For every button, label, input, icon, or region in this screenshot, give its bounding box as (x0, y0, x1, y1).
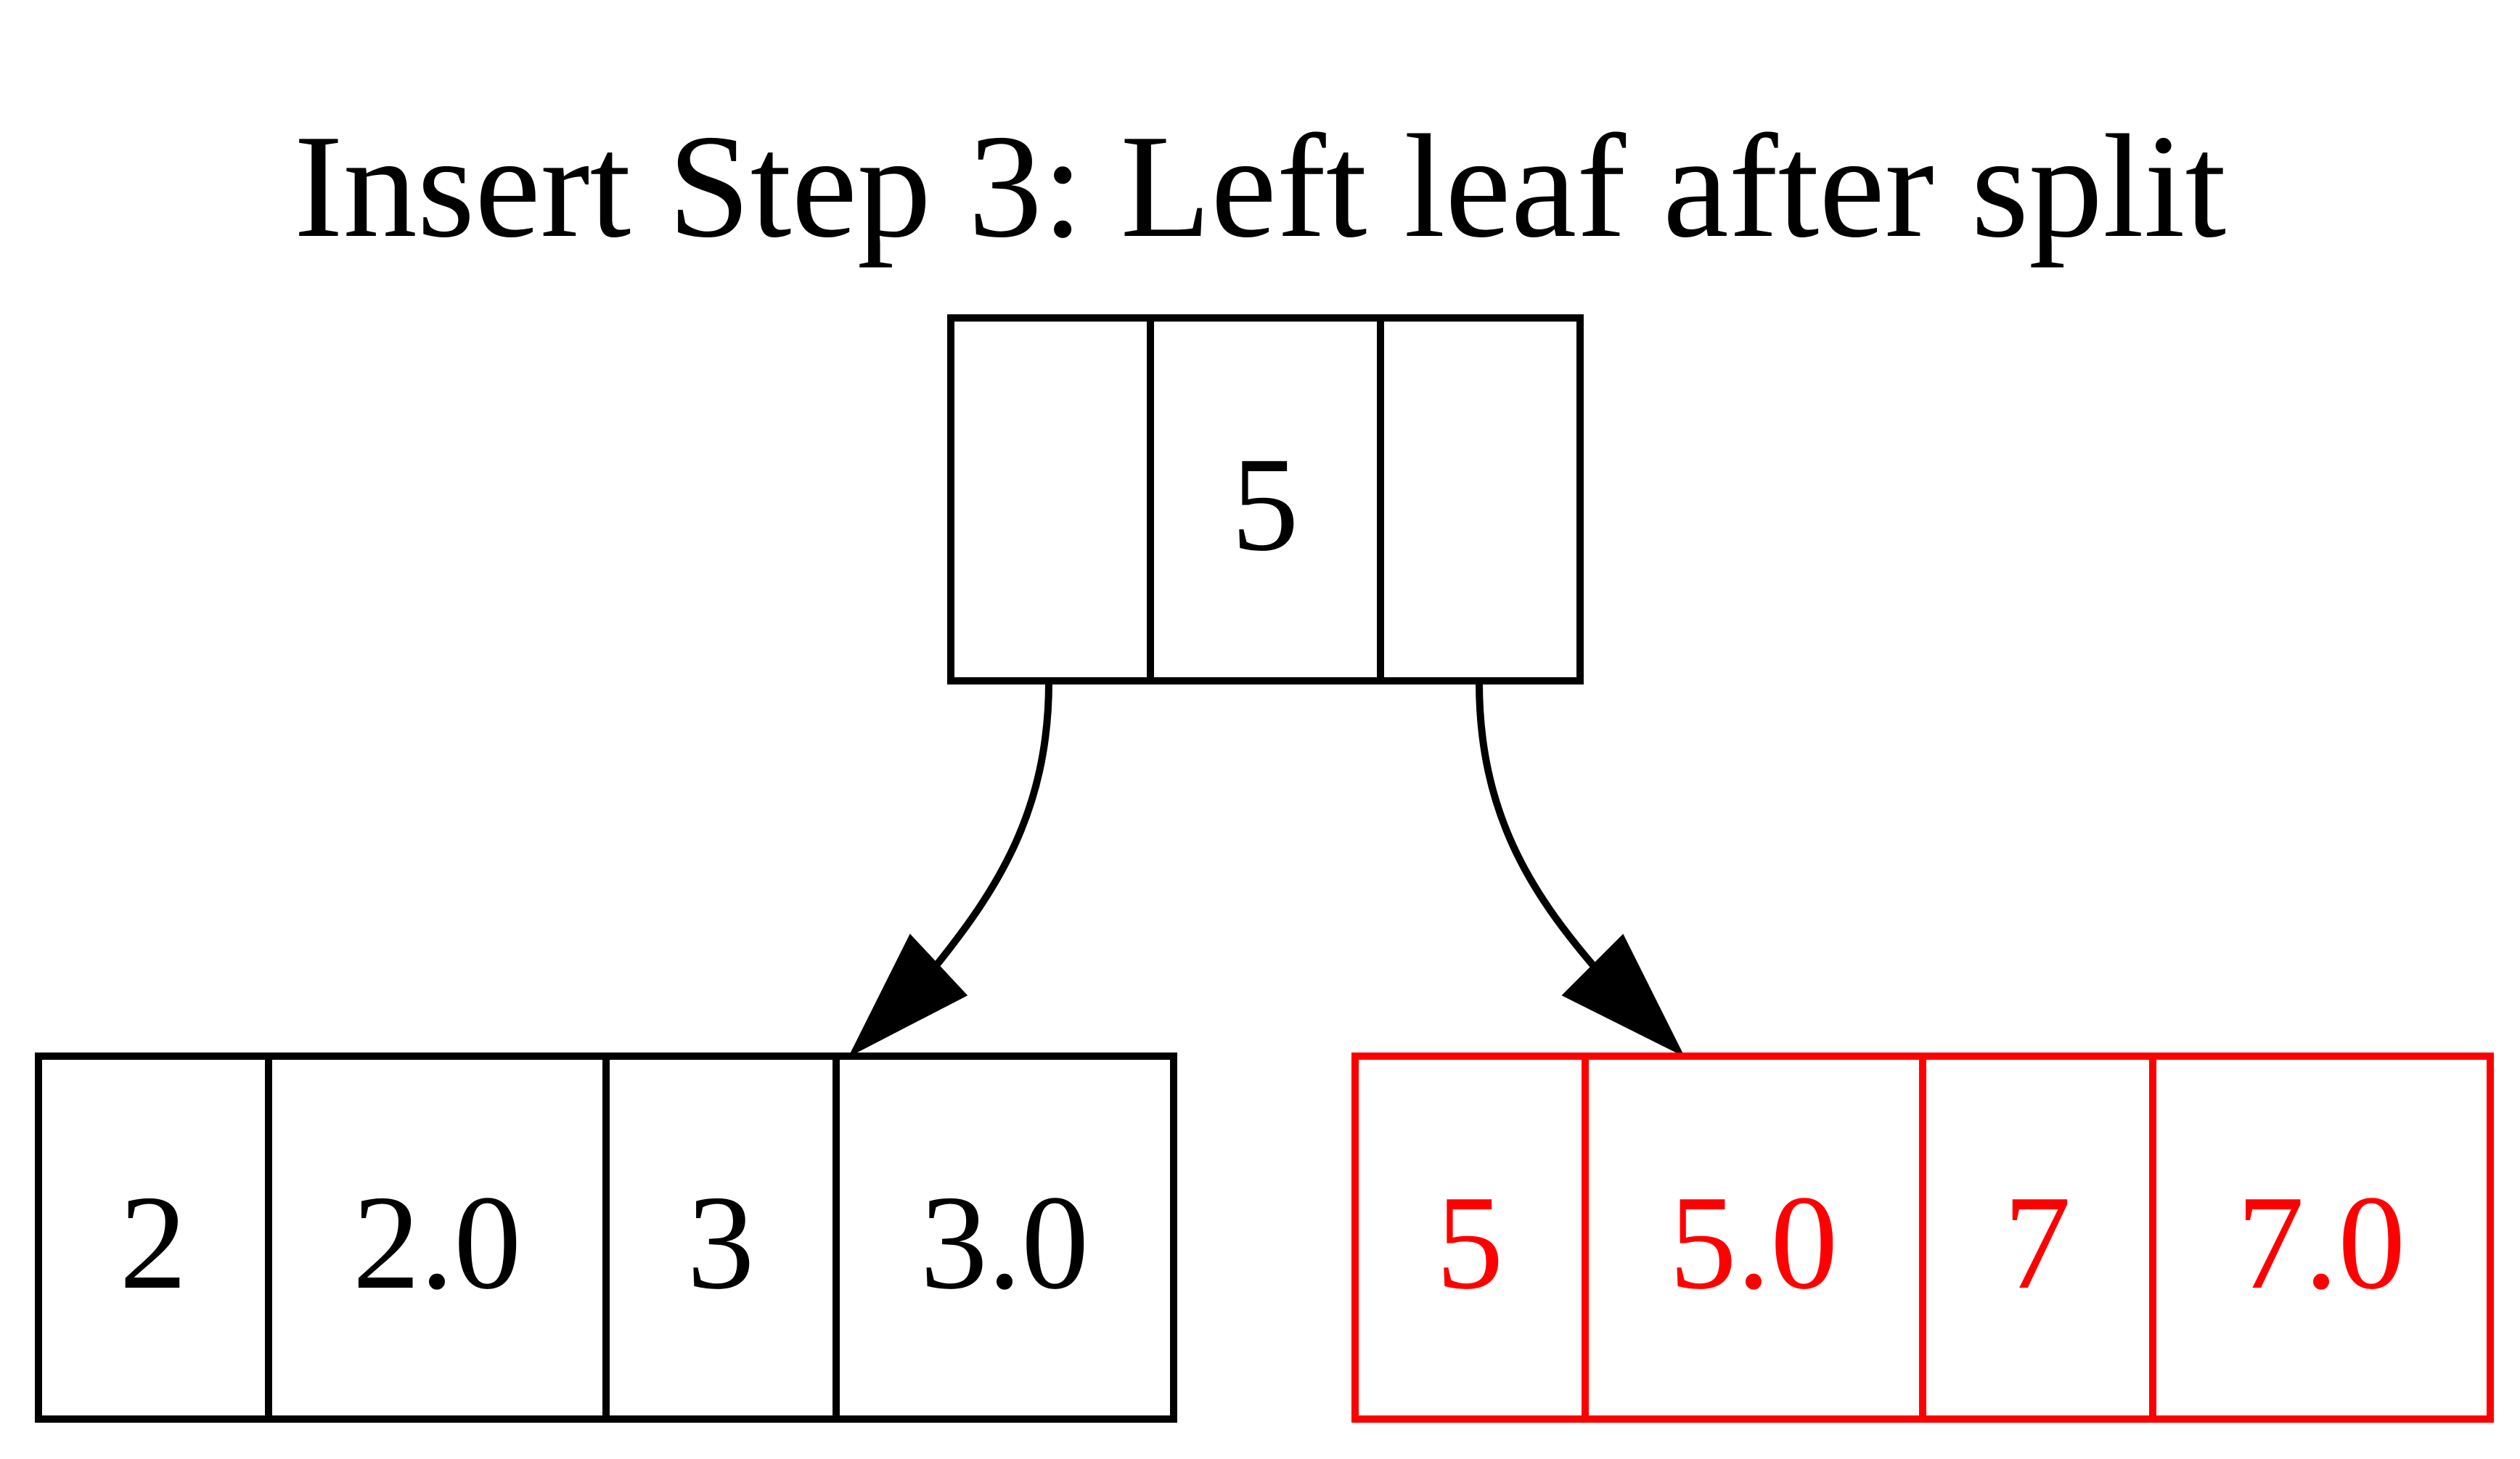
left-leaf-node: 2 2.0 3 3.0 (35, 1053, 1177, 1423)
edge-root-to-left-leaf (848, 682, 1052, 1058)
arrow-head (848, 933, 968, 1058)
left-leaf-cell-0 (35, 1053, 272, 1423)
left-leaf-cell-1-label: 2.0 (353, 1168, 522, 1317)
root-cell-1-label: 5 (1232, 430, 1299, 579)
left-leaf-cell-3-label: 3.0 (920, 1168, 1089, 1317)
root-cell-2 (1377, 314, 1584, 684)
edge-line (933, 682, 1052, 968)
root-cell-0 (947, 314, 1154, 684)
right-leaf-cell-0-label: 5 (1436, 1168, 1504, 1317)
edge-root-to-right-leaf (1476, 682, 1685, 1058)
root-cell-1 (1147, 314, 1384, 684)
left-leaf-cell-2 (602, 1053, 840, 1423)
diagram-title: Insert Step 3: Left leaf after split (294, 105, 2226, 269)
left-leaf-cell-1 (265, 1053, 610, 1423)
arrow-head (1561, 933, 1685, 1058)
root-node: 5 (947, 314, 1584, 684)
right-leaf-node: 5 5.0 7 7.0 (1351, 1053, 2494, 1423)
right-leaf-cell-3-label: 7.0 (2237, 1168, 2406, 1317)
right-leaf-cell-1-label: 5.0 (1669, 1168, 1838, 1317)
left-leaf-cell-0-label: 2 (120, 1168, 187, 1317)
left-leaf-cell-2-label: 3 (687, 1168, 755, 1317)
edge-line (1476, 682, 1596, 968)
right-leaf-cell-0 (1351, 1053, 1589, 1423)
left-leaf-cell-3 (832, 1053, 1177, 1423)
right-leaf-cell-3 (2149, 1053, 2494, 1423)
right-leaf-cell-2-label: 7 (2004, 1168, 2071, 1317)
